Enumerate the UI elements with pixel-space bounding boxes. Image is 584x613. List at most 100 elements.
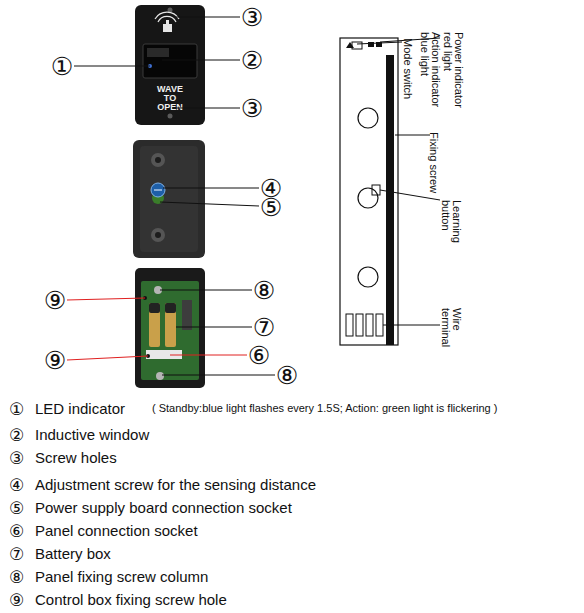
- terminal-pin: [356, 314, 363, 336]
- list-text: LED indicator: [35, 401, 125, 418]
- list-number: ①: [9, 401, 24, 418]
- list-number: ③: [9, 450, 24, 467]
- list-number: ⑥: [9, 523, 24, 540]
- screw-boss: [151, 153, 165, 167]
- back-panel: [133, 140, 205, 258]
- window-highlight: [147, 48, 169, 57]
- leader-line: [160, 290, 252, 291]
- screw-boss: [151, 228, 165, 242]
- callout-number: ⑨: [44, 348, 66, 373]
- battery: [149, 303, 160, 347]
- callout-number: ②: [241, 48, 263, 73]
- list-text: Panel connection socket: [35, 523, 198, 540]
- fixing-screw: [154, 286, 162, 294]
- callout-number: ⑤: [260, 195, 282, 220]
- list-number: ⑨: [9, 592, 24, 609]
- callout-number: ⑧: [276, 363, 298, 388]
- pcb-hole: [358, 108, 378, 128]
- leader-line: [383, 325, 440, 326]
- back-panel-inner: [140, 146, 198, 252]
- adjustment-screw: [151, 183, 165, 197]
- leader-line: [357, 42, 402, 44]
- terminal-pin: [366, 314, 373, 336]
- leader-line: [395, 135, 430, 136]
- callout-number: ③: [241, 5, 263, 30]
- battery-cap: [165, 303, 176, 313]
- screw-boss-hole: [155, 232, 161, 238]
- list-number: ⑦: [9, 546, 24, 563]
- screw-slot: [154, 189, 162, 190]
- pcb-label: Wire terminal: [440, 308, 462, 356]
- battery-holder: [182, 300, 192, 330]
- led: [368, 42, 374, 47]
- list-note: ( Standby:blue light flashes every 1.5S;…: [152, 402, 497, 414]
- led: [376, 42, 382, 47]
- wave-icon: [158, 16, 176, 22]
- list-number: ⑧: [9, 569, 24, 586]
- leader-line: [160, 202, 259, 206]
- screw-hole: [168, 8, 173, 13]
- callout-number: ⑨: [44, 288, 66, 313]
- callout-number: ③: [241, 96, 263, 121]
- leader-line: [163, 188, 259, 189]
- leader-line: [162, 60, 240, 61]
- terminal-pin: [376, 314, 383, 336]
- list-text: Control box fixing screw hole: [35, 592, 227, 609]
- callout-number: ⑥: [248, 343, 270, 368]
- screw-hole: [168, 114, 173, 119]
- learning-button: [372, 185, 380, 195]
- pcb-label: Power indicator red light: [442, 32, 464, 122]
- pcb-arrow: [346, 42, 354, 48]
- leader-line: [176, 327, 252, 328]
- list-text: Screw holes: [35, 450, 117, 467]
- box-screw-hole: [146, 354, 150, 358]
- pcb-label: Fixing screw: [428, 132, 439, 222]
- screw-boss-hole: [155, 157, 161, 163]
- pcb-strip: [386, 55, 394, 345]
- pcb-hole: [358, 267, 378, 287]
- callout-number: ①: [51, 54, 73, 79]
- list-number: ④: [9, 477, 24, 494]
- control-box: [135, 268, 205, 388]
- terminal-pin: [346, 314, 353, 336]
- leader-line: [176, 17, 240, 18]
- pcb-label: Learning button: [440, 200, 462, 252]
- pcb-label: Action indicator blue light: [419, 32, 441, 116]
- list-text: Adjustment screw for the sensing distanc…: [35, 477, 316, 494]
- leader-line: [170, 355, 247, 356]
- list-text: Power supply board connection socket: [35, 500, 292, 517]
- list-text: Panel fixing screw column: [35, 569, 208, 586]
- pcb-label: Mode switch: [402, 38, 413, 128]
- panel-text: WAVE TO OPEN: [152, 85, 188, 112]
- list-number: ②: [9, 427, 24, 444]
- fixing-screw: [156, 372, 164, 380]
- leader-line: [172, 108, 240, 109]
- hand-icon: [163, 20, 172, 32]
- callout-number: ⑧: [253, 278, 275, 303]
- callout-number: ⑦: [253, 315, 275, 340]
- leader-line: [67, 298, 145, 300]
- leader-line: [162, 375, 275, 376]
- panel-socket: [146, 350, 182, 359]
- pcb-board: [340, 38, 398, 345]
- list-text: Battery box: [35, 546, 111, 563]
- list-number: ⑤: [9, 500, 24, 517]
- front-panel: WAVE TO OPEN: [135, 5, 205, 125]
- control-pcb: [141, 281, 199, 380]
- box-screw-hole: [143, 296, 147, 300]
- pcb-hole: [358, 188, 378, 208]
- wave-icon: [155, 12, 179, 19]
- inductive-window: [143, 44, 197, 78]
- leader-line: [67, 356, 148, 360]
- led-indicator: [148, 64, 152, 68]
- list-text: Inductive window: [35, 427, 149, 444]
- battery: [165, 303, 176, 347]
- battery-cap: [149, 303, 160, 313]
- leader-line: [74, 66, 150, 67]
